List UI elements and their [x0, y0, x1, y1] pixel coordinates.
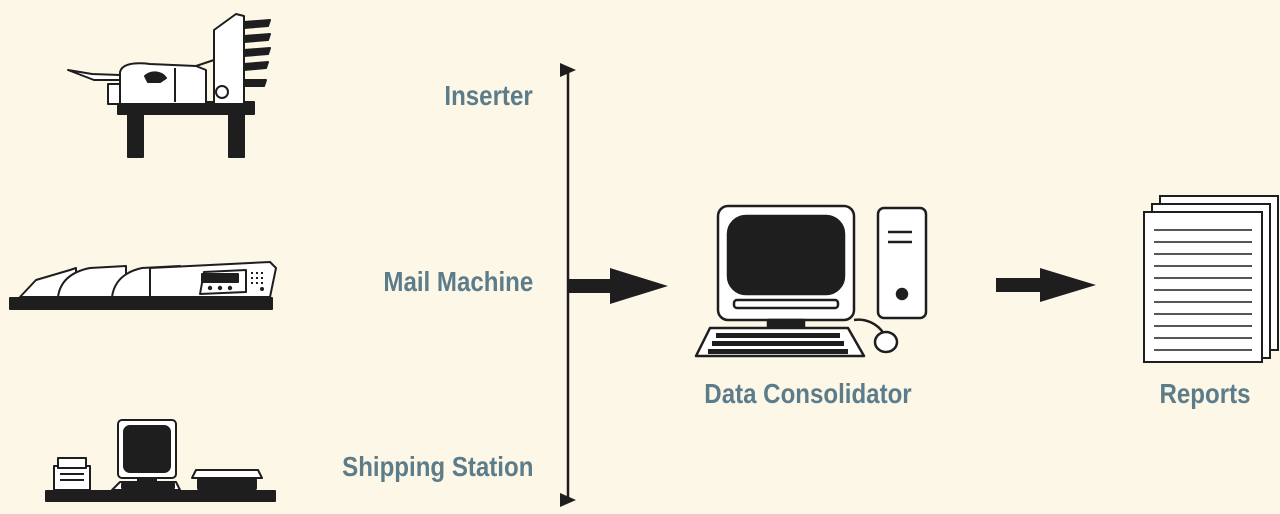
- mail-machine-label: Mail Machine: [383, 266, 533, 297]
- reports-label: Reports: [1159, 378, 1251, 409]
- desktop-computer-icon: [694, 204, 928, 358]
- shipping-station-label: Shipping Station: [341, 451, 533, 482]
- flow-arrow-to-consolidator-icon: [569, 268, 668, 304]
- flow-arrow-to-reports-icon: [996, 268, 1096, 302]
- report-pages-icon: [1143, 195, 1279, 363]
- inserter-label: Inserter: [444, 80, 533, 111]
- inserter-machine-icon: [67, 13, 271, 158]
- data-consolidator-label: Data Consolidator: [704, 378, 912, 409]
- shipping-station-icon: [45, 419, 276, 502]
- mail-machine-icon: [9, 261, 277, 310]
